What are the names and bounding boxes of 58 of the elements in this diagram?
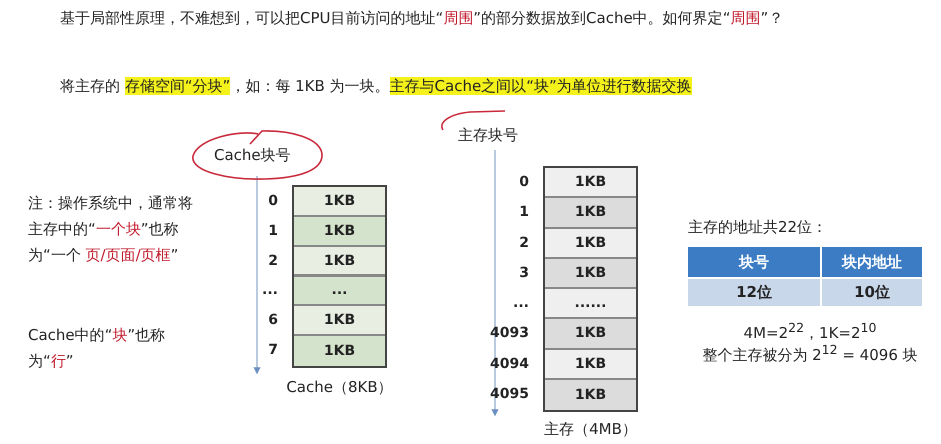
block-size: 1KB xyxy=(324,343,356,360)
block-number: 1 xyxy=(267,222,278,239)
memory-column xyxy=(292,185,387,368)
memory-block xyxy=(545,258,636,289)
memory-block xyxy=(545,380,636,410)
block-number: 0 xyxy=(518,174,529,190)
block-size: ...... xyxy=(574,295,606,312)
memory-block xyxy=(545,168,636,198)
block-size: 1KB xyxy=(324,222,356,239)
memory-block xyxy=(545,350,636,380)
memory-block xyxy=(545,228,636,259)
block-size: 1KB xyxy=(574,386,606,403)
block-size: 1KB xyxy=(324,252,356,269)
block-size: ... xyxy=(332,282,348,298)
address-caption: 主存的地址共22位： xyxy=(688,217,828,238)
block-size: 1KB xyxy=(574,264,606,281)
axis-label: Cache块号 xyxy=(214,145,292,166)
memory-block xyxy=(294,216,385,247)
block-number: ... xyxy=(512,295,529,312)
memory-block xyxy=(294,187,385,217)
memory-block xyxy=(294,276,385,306)
formula-text: 整个主存被分为 2$^{12}$ = 4096 块 xyxy=(701,341,919,366)
block-size: 1KB xyxy=(574,204,606,220)
block-number: 2 xyxy=(518,234,529,251)
block-size: 1KB xyxy=(574,325,606,342)
block-number: 4095 xyxy=(489,386,529,402)
formula-text: 4M=2$^{22}$，1K=2$^{10}$ xyxy=(742,319,878,344)
intro-text: 基于局部性原理，不难想到，可以把CPU目前访问的地址“周围”的部分数据放到Cache中。如何界定“周围”？ xyxy=(60,8,784,29)
block-size: 1KB xyxy=(574,174,606,190)
block-size: 1KB xyxy=(324,312,356,328)
table-header-cell: 块号 xyxy=(688,247,820,277)
memory-block xyxy=(545,319,636,350)
memory-block xyxy=(294,336,385,366)
block-size: 1KB xyxy=(574,356,606,372)
table-cell: 12位 xyxy=(688,279,820,306)
axis-label: 主存块号 xyxy=(458,125,519,146)
block-number: 1 xyxy=(518,204,529,220)
column-caption: 主存（4MB） xyxy=(543,420,638,439)
memory-column xyxy=(543,166,638,412)
memory-block xyxy=(545,198,636,228)
table-cell: 10位 xyxy=(822,279,922,306)
block-number: 6 xyxy=(267,312,278,328)
note-text: 注：操作系统中，通常将主存中的“一个块”也称为“一个 页/页面/页框” xyxy=(28,193,194,266)
block-number: 7 xyxy=(267,342,278,358)
block-size: 1KB xyxy=(324,192,356,209)
memory-block xyxy=(294,306,385,336)
note-text: Cache中的“块”也称为“行” xyxy=(28,325,166,372)
memory-block xyxy=(294,246,385,276)
memory-block xyxy=(545,289,636,320)
block-number: 4093 xyxy=(489,325,529,342)
block-number: ... xyxy=(261,282,278,298)
block-number: 3 xyxy=(518,264,529,281)
block-number: 2 xyxy=(267,252,278,269)
block-number: 0 xyxy=(267,192,278,209)
table-header-cell: 块内地址 xyxy=(822,247,922,277)
block-number: 4094 xyxy=(489,356,529,372)
block-size: 1KB xyxy=(574,234,606,251)
column-caption: Cache（8KB） xyxy=(285,378,394,397)
